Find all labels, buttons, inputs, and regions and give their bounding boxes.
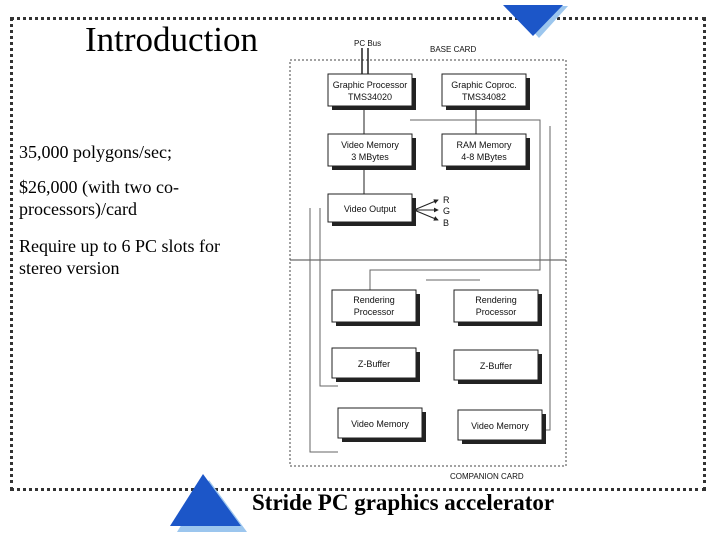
ram-memory-box: RAM Memory 4-8 MBytes (441, 133, 530, 170)
rendering-processor-box: Rendering Processor (453, 289, 542, 326)
svg-text:Processor: Processor (476, 307, 517, 317)
video-memory-box: Video Memory 3 MBytes (327, 133, 416, 170)
rendering-processor-box: Rendering Processor (331, 289, 420, 326)
top-triangle-decoration (503, 5, 568, 38)
svg-text:Video Memory: Video Memory (351, 419, 409, 429)
slide-caption: Stride PC graphics accelerator (252, 490, 555, 515)
svg-text:Rendering: Rendering (353, 295, 395, 305)
svg-text:Processor: Processor (354, 307, 395, 317)
r-arrow (413, 199, 439, 211)
bus-connector (369, 119, 541, 294)
z-buffer-box: Z-Buffer (331, 347, 420, 382)
svg-text:RAM Memory: RAM Memory (456, 140, 512, 150)
svg-text:TMS34082: TMS34082 (462, 92, 506, 102)
companion-card-label: COMPANION CARD (450, 472, 524, 481)
slide-frame (10, 17, 706, 491)
bullet-slots: Require up to 6 PC slots for stereo vers… (19, 236, 220, 278)
svg-text:TMS34020: TMS34020 (348, 92, 392, 102)
svg-text:Video Memory: Video Memory (341, 140, 399, 150)
graphic-processor-box: Graphic Processor TMS34020 (327, 73, 416, 110)
svg-text:Graphic Coproc.: Graphic Coproc. (451, 80, 517, 90)
svg-text:Video Output: Video Output (344, 204, 397, 214)
pc-bus-label: PC Bus (354, 39, 381, 48)
video-connector (319, 208, 338, 387)
video-memory-box: Video Memory (337, 407, 426, 442)
video-output-box: Video Output (327, 193, 416, 226)
architecture-diagram: PC Bus BASE CARD COMPANION CARD R G B Gr… (289, 39, 567, 481)
video-connector (309, 208, 338, 453)
rgb-g-label: G (443, 206, 450, 216)
svg-text:Z-Buffer: Z-Buffer (358, 359, 390, 369)
svg-text:Video Memory: Video Memory (471, 421, 529, 431)
svg-text:3 MBytes: 3 MBytes (351, 152, 389, 162)
rgb-b-label: B (443, 218, 449, 228)
companion-card-outline (289, 259, 567, 467)
svg-text:Rendering: Rendering (475, 295, 517, 305)
video-memory-box: Video Memory (457, 409, 546, 444)
slide-title: Introduction (85, 20, 259, 59)
bottom-triangle-decoration (170, 474, 247, 532)
svg-text:Z-Buffer: Z-Buffer (480, 361, 512, 371)
bus-connector (542, 126, 551, 431)
b-arrow (413, 209, 439, 221)
rgb-r-label: R (443, 195, 450, 205)
bullet-polygons: 35,000 polygons/sec; (19, 142, 172, 162)
svg-text:4-8 MBytes: 4-8 MBytes (461, 152, 507, 162)
z-buffer-box: Z-Buffer (453, 349, 542, 384)
graphic-coprocessor-box: Graphic Coproc. TMS34082 (441, 73, 530, 110)
base-card-label: BASE CARD (430, 45, 476, 54)
svg-text:Graphic Processor: Graphic Processor (333, 80, 408, 90)
bullet-price: $26,000 (with two co-processors)/card (19, 177, 179, 219)
